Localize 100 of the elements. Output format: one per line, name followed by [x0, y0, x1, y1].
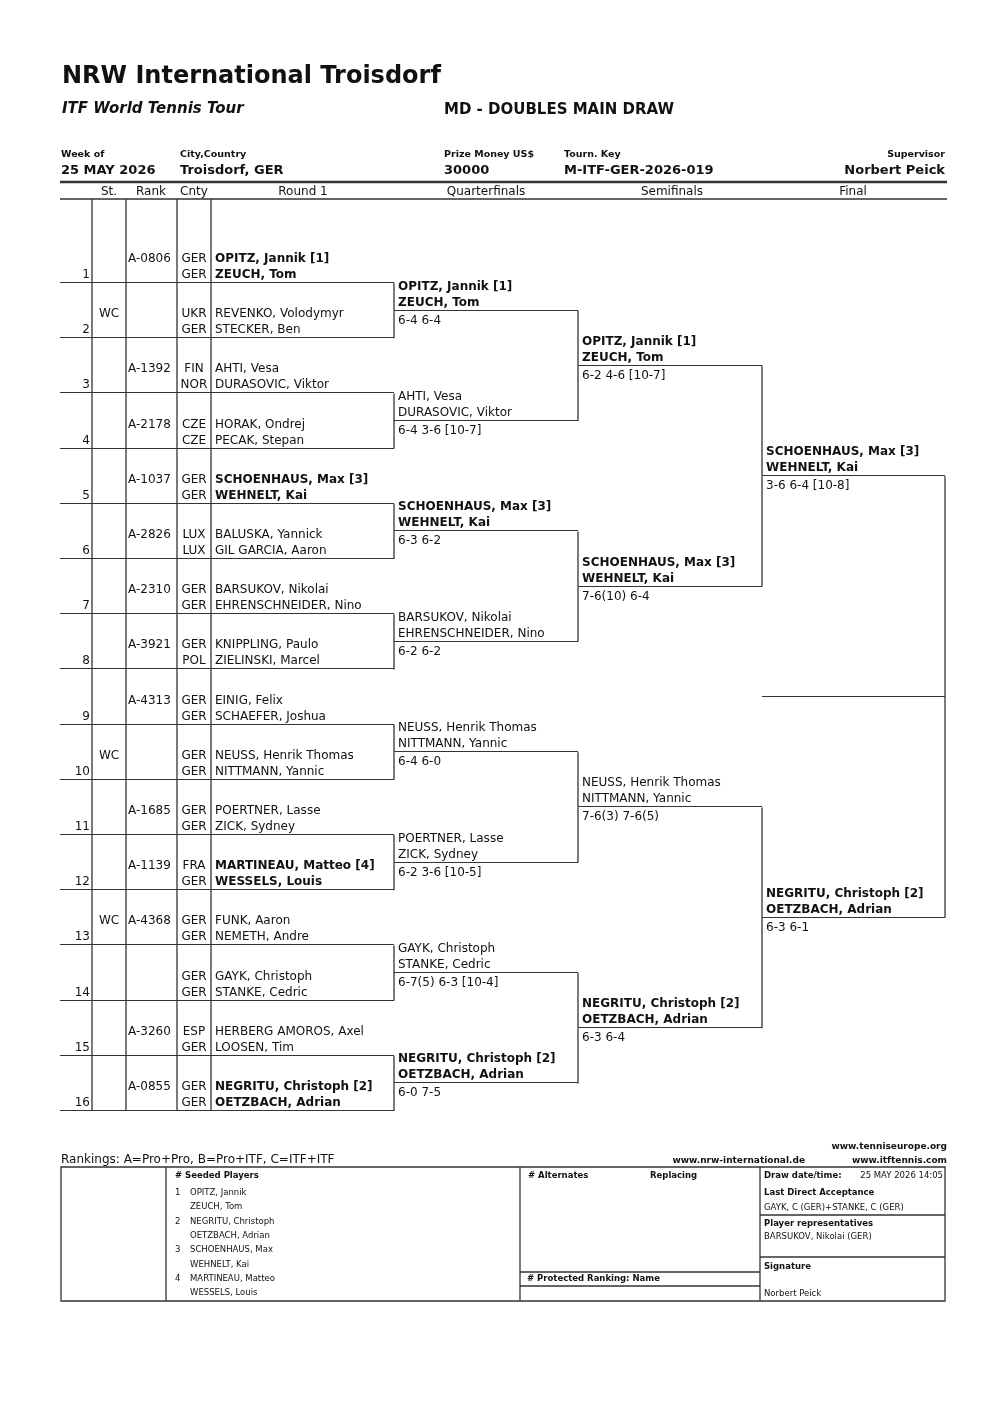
player-name: AHTI, Vesa [215, 360, 279, 377]
field-caption: Tourn. Key [564, 148, 621, 160]
panel-heading: # Protected Ranking: Name [527, 1273, 660, 1284]
player-name: NITTMANN, Yannic [215, 762, 325, 779]
player-name: SCHAEFER, Joshua [215, 707, 326, 724]
player-name: NEGRITU, Christoph [2] [582, 995, 740, 1012]
draw-position-number: 1 [82, 266, 90, 282]
field-value: 30000 [444, 161, 490, 178]
draw-position-number: 7 [82, 597, 90, 614]
draw-position-number: 13 [74, 928, 90, 945]
country-code: GER [181, 967, 207, 984]
bracket-line [577, 751, 579, 809]
ranking-code: A-2826 [128, 526, 171, 542]
draw-position-number: 12 [74, 873, 90, 890]
draw-position-number: 2 [82, 321, 90, 338]
player-name: OPITZ, Jannik [190, 1187, 247, 1198]
bracket-line [577, 972, 579, 1029]
country-code: GER [181, 746, 207, 763]
player-name: ZEUCH, Tom [215, 266, 297, 282]
country-code: ESP [182, 1022, 206, 1039]
player-name: WEHNELT, Kai [766, 459, 859, 476]
player-name: SCHOENHAUS, Max [190, 1244, 273, 1255]
info-value: Norbert Peick [764, 1288, 822, 1299]
bracket-line [393, 392, 395, 422]
tournament-title: NRW International Troisdorf [62, 60, 441, 90]
tour-name: ITF World Tennis Tour [62, 99, 244, 118]
player-name: ZICK, Sydney [398, 845, 479, 862]
draw-type-heading: MD - DOUBLES MAIN DRAW [444, 100, 675, 119]
player-name: OPITZ, Jannik [1] [398, 277, 513, 294]
country-code: GER [181, 1038, 207, 1055]
bracket-line [944, 475, 946, 698]
country-code: LUX [182, 526, 206, 542]
match-score: 6-3 6-1 [766, 918, 809, 935]
column-header: Quarterfinals [446, 184, 526, 199]
match-score: 6-7(5) 6-3 [10-4] [398, 974, 499, 990]
player-name: WESSELS, Louis [190, 1287, 258, 1298]
draw-position-number: 15 [74, 1038, 90, 1055]
bracket-line [393, 861, 395, 891]
bracket-line [393, 530, 395, 560]
bracket-line [577, 365, 579, 422]
bracket-line [393, 834, 395, 864]
player-name: OPITZ, Jannik [1] [582, 332, 697, 349]
ranking-code: A-2310 [128, 581, 171, 598]
player-name: NEGRITU, Christoph [2] [766, 884, 924, 901]
seed-number: 2 [175, 1216, 181, 1227]
panel-heading: # Seeded Players [175, 1170, 259, 1181]
player-name: EHRENSCHNEIDER, Nino [215, 597, 362, 614]
ranking-code: A-1392 [128, 360, 171, 377]
bracket-line [393, 503, 395, 533]
draw-position-number: 5 [82, 486, 90, 503]
panel-heading: Player representatives [764, 1218, 874, 1229]
player-name: GAYK, Christoph [398, 940, 496, 956]
bracket-line [393, 751, 395, 781]
bracket-line [393, 420, 395, 450]
player-name: WESSELS, Louis [215, 873, 323, 890]
match-score: 7-6(10) 6-4 [582, 587, 650, 604]
bracket-line [577, 530, 579, 588]
country-code: GER [181, 707, 207, 724]
player-name: PECAK, Stepan [215, 431, 305, 448]
country-code: FIN [184, 360, 204, 377]
bracket-line [393, 613, 395, 643]
player-name: SCHOENHAUS, Max [3] [215, 470, 369, 487]
field-value: Troisdorf, GER [180, 161, 284, 178]
bracket-line [761, 806, 763, 919]
match-score: 6-2 3-6 [10-5] [398, 863, 482, 880]
bracket-line [577, 309, 579, 367]
match-score: 6-2 4-6 [10-7] [582, 366, 666, 383]
draw-position-number: 8 [82, 652, 90, 669]
draw-position-number: 11 [74, 818, 90, 834]
ranking-code: A-1139 [128, 857, 171, 874]
panel-heading: Signature [764, 1261, 811, 1272]
player-name: WEHNELT, Kai [190, 1259, 250, 1270]
country-code: CZE [181, 431, 207, 448]
draw-position-number: 3 [82, 376, 90, 393]
seed-number: 4 [175, 1273, 181, 1284]
country-code: LUX [182, 542, 206, 558]
column-header: Semifinals [640, 184, 704, 199]
winner-line [762, 694, 945, 697]
bracket-line [944, 696, 946, 919]
entry-status: WC [98, 305, 120, 322]
bracket-line [393, 309, 395, 339]
player-name: WEHNELT, Kai [215, 486, 308, 503]
bracket-line [393, 1055, 395, 1085]
match-score: 6-4 6-4 [398, 311, 441, 328]
player-name: STECKER, Ben [215, 321, 301, 338]
field-caption: Prize Money US$ [444, 148, 535, 160]
seed-number: 3 [175, 1244, 181, 1255]
field-caption: City,Country [180, 148, 247, 160]
player-name: NEGRITU, Christoph [2] [398, 1050, 556, 1067]
country-code: GER [181, 581, 207, 598]
player-name: OETZBACH, Adrian [190, 1230, 270, 1241]
player-name: KNIPPLING, Paulo [215, 636, 319, 653]
player-name: NITTMANN, Yannic [398, 735, 508, 752]
match-score: 6-4 3-6 [10-7] [398, 422, 482, 438]
info-value: BARSUKOV, Nikolai (GER) [764, 1231, 872, 1242]
player-name: HERBERG AMOROS, Axel [215, 1022, 364, 1039]
player-name: HORAK, Ondrej [215, 415, 306, 432]
column-header: Round 1 [278, 184, 328, 199]
bracket-line [577, 1027, 579, 1085]
country-code: GER [181, 873, 207, 890]
